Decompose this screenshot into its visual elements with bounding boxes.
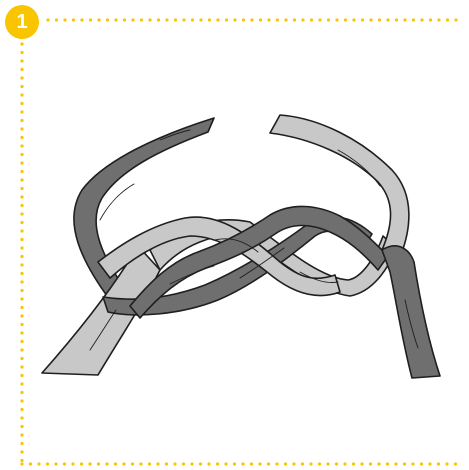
dark-ribbon-right-leg — [382, 246, 440, 378]
